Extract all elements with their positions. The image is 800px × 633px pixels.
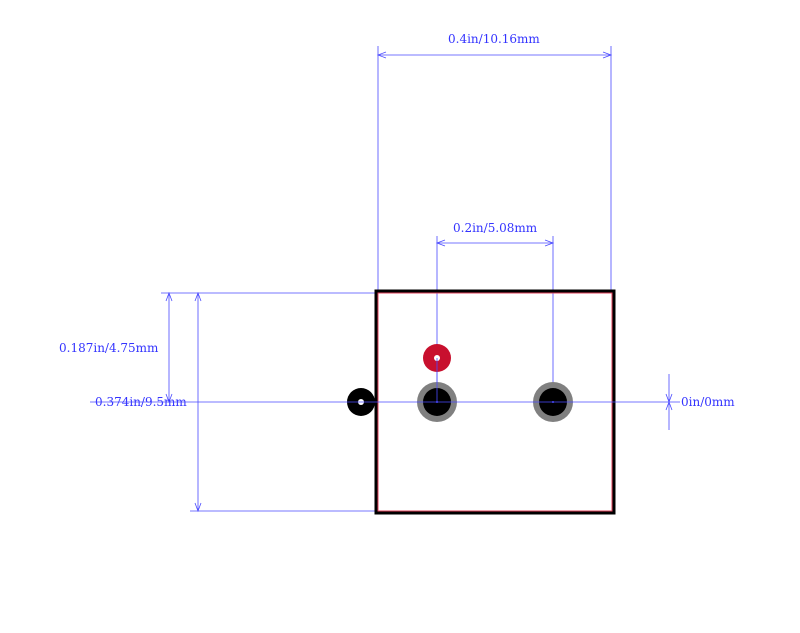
dimension-half-height-label: 0.187in/4.75mm xyxy=(59,341,159,355)
pad-2-center xyxy=(552,401,554,403)
dimension-width-total-label: 0.4in/10.16mm xyxy=(448,32,540,46)
dimension-pitch-label: 0.2in/5.08mm xyxy=(453,221,538,235)
dimension-width-total: 0.4in/10.16mm xyxy=(376,32,613,290)
dimension-half-height: 0.187in/4.75mm xyxy=(59,291,376,404)
dimension-pitch: 0.2in/5.08mm xyxy=(435,221,555,402)
pad-1-center xyxy=(436,401,438,403)
dimension-offset-label: 0in/0mm xyxy=(681,395,735,409)
dimension-offset: 0in/0mm xyxy=(665,374,735,430)
